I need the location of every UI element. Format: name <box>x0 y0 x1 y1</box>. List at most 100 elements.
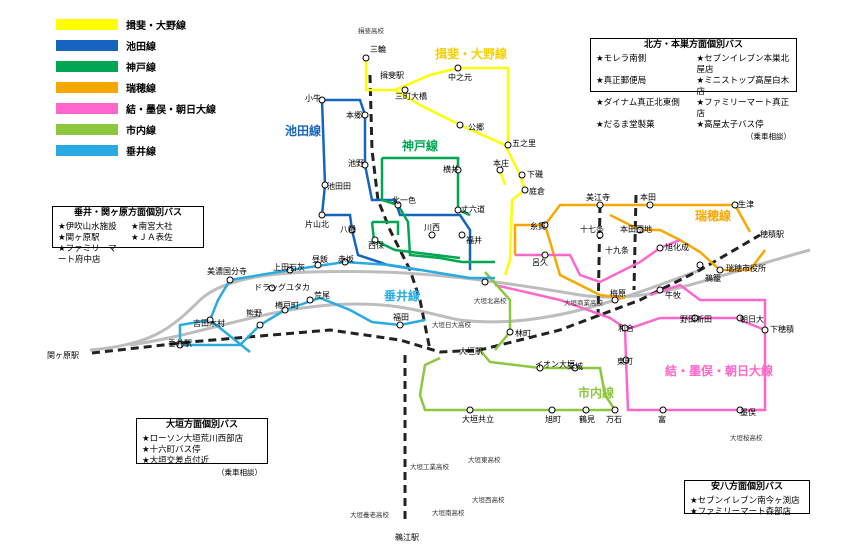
svg-text:五之里: 五之里 <box>512 138 536 148</box>
svg-text:富: 富 <box>658 414 666 424</box>
svg-text:関ヶ原駅: 関ヶ原駅 <box>47 351 79 360</box>
box-item: ★ローソン大垣荒川西部店 <box>142 434 244 444</box>
legend-item: 神戸線 <box>56 56 246 77</box>
tarui-bus-box: 垂井・関ヶ原方面個別バス ★伊吹山水施設★南宮大社★関ヶ原駅★ＪＡ表佐★ファミリ… <box>52 206 204 265</box>
legend-swatch <box>56 145 118 156</box>
box-item: ★ファミリーマート真正店 <box>696 98 790 119</box>
box-item: ★真正郵便局 <box>596 76 647 86</box>
legend-label: 垂井線 <box>126 147 156 158</box>
legend-swatch <box>56 61 118 72</box>
svg-text:丈六道: 丈六道 <box>461 204 485 214</box>
svg-text:鶴見: 鶴見 <box>579 414 595 424</box>
svg-text:十七条: 十七条 <box>580 224 604 234</box>
legend: 揖斐・大野線池田線神戸線瑞穂線結・墨俣・朝日大線市内線垂井線 <box>56 14 246 161</box>
svg-text:三城: 三城 <box>567 362 583 371</box>
svg-text:小牛: 小牛 <box>305 93 321 103</box>
svg-text:片山北: 片山北 <box>305 219 329 229</box>
box-item: ★南宮大社 <box>131 222 173 232</box>
box-item: ★高屋太子バス停 <box>696 120 764 130</box>
svg-text:池野: 池野 <box>348 158 364 168</box>
svg-text:ドラッグユタカ: ドラッグユタカ <box>254 282 310 292</box>
legend-label: 揖斐・大野線 <box>126 21 186 32</box>
svg-text:糸貫: 糸貫 <box>530 221 546 231</box>
svg-text:下磯: 下磯 <box>527 169 543 179</box>
box-item: ★ファミリーマート府中店 <box>58 244 117 265</box>
svg-text:下穂積: 下穂積 <box>770 324 794 334</box>
svg-text:横井: 横井 <box>443 164 459 174</box>
anpachi-bus-items: ★セブンイレブン南今ヶ渕店★ファミリーマート森部店 <box>685 496 809 518</box>
legend-item: 瑞穂線 <box>56 77 246 98</box>
box-item: ★セブンイレブン本巣北屋店 <box>696 54 790 75</box>
svg-text:揖斐高校: 揖斐高校 <box>358 26 385 35</box>
box-item: ★だるま堂製菓 <box>596 120 655 130</box>
svg-text:林町: 林町 <box>515 328 531 338</box>
box-item: ★十六町バス停 <box>142 445 201 455</box>
svg-text:イオン大垣: イオン大垣 <box>535 359 575 369</box>
svg-text:三町大橋: 三町大橋 <box>395 91 427 101</box>
svg-text:本田団地: 本田団地 <box>620 224 652 234</box>
tarui-bus-title: 垂井・関ヶ原方面個別バス <box>73 208 182 218</box>
north-bus-title: 北方・本巣方面個別バス <box>643 40 743 50</box>
legend-item: 揖斐・大野線 <box>56 14 246 35</box>
svg-text:池田田: 池田田 <box>327 181 351 191</box>
svg-text:東町: 東町 <box>617 356 633 366</box>
title-yui: 結・墨俣・朝日大線 <box>665 363 773 378</box>
svg-text:大垣北高校: 大垣北高校 <box>474 296 507 305</box>
svg-text:朝日大: 朝日大 <box>740 314 764 324</box>
svg-text:野田新田: 野田新田 <box>680 314 712 324</box>
svg-text:十九条: 十九条 <box>605 245 629 255</box>
svg-text:川西: 川西 <box>424 223 440 232</box>
svg-text:西保: 西保 <box>368 240 384 250</box>
svg-text:瑞穂市役所: 瑞穂市役所 <box>726 263 766 273</box>
svg-text:上田石灰: 上田石灰 <box>273 262 305 272</box>
svg-text:公郷: 公郷 <box>468 123 484 132</box>
title-ikeda: 池田線 <box>285 123 321 138</box>
svg-text:呂久: 呂久 <box>532 257 548 267</box>
svg-text:梅原: 梅原 <box>610 288 626 298</box>
north-bus-box: 北方・本巣方面個別バス ★モレラ南側★セブンイレブン本巣北屋店★真正郵便局★ミニ… <box>590 38 797 141</box>
svg-text:大垣日大高校: 大垣日大高校 <box>432 320 472 329</box>
svg-text:旭町: 旭町 <box>545 414 561 424</box>
svg-text:荒尾: 荒尾 <box>314 290 330 300</box>
ogaki-bus-title: 大垣方面個別バス <box>165 420 238 430</box>
svg-text:北一色: 北一色 <box>392 195 416 205</box>
svg-text:大垣共立: 大垣共立 <box>462 414 494 424</box>
legend-label: 池田線 <box>126 42 156 53</box>
legend-label: 市内線 <box>126 126 156 137</box>
svg-text:和合: 和合 <box>618 323 634 333</box>
svg-text:牛牧: 牛牧 <box>665 290 681 300</box>
box-item: ★セブンイレブン南今ヶ渕店 <box>690 496 800 506</box>
svg-text:本郷: 本郷 <box>346 110 362 120</box>
svg-text:八幡: 八幡 <box>340 224 356 234</box>
svg-text:墨俣: 墨俣 <box>740 408 756 417</box>
route-yui <box>494 238 767 412</box>
svg-text:穂積駅: 穂積駅 <box>760 229 784 239</box>
railways <box>91 74 761 520</box>
legend-swatch <box>56 19 118 30</box>
legend-item: 市内線 <box>56 119 246 140</box>
svg-text:三輪: 三輪 <box>370 44 386 54</box>
svg-text:本田: 本田 <box>640 192 656 202</box>
anpachi-bus-title: 安八方面個別バス <box>710 482 783 492</box>
svg-text:昼飯: 昼飯 <box>312 254 328 264</box>
svg-text:大垣南高校: 大垣南高校 <box>432 508 465 517</box>
tarui-bus-items: ★伊吹山水施設★南宮大社★関ヶ原駅★ＪＡ表佐★ファミリーマート府中店 <box>53 222 203 266</box>
legend-swatch <box>56 82 118 93</box>
ogaki-bus-box: 大垣方面個別バス ★ローソン大垣荒川西部店★十六町バス停★大垣交差点付近 （乗車… <box>136 418 268 477</box>
title-shinai: 市内線 <box>578 385 614 400</box>
box-item: ★ミニストップ高屋白木店 <box>696 76 790 97</box>
station-dots <box>176 54 769 414</box>
box-item: ★ファミリーマート森部店 <box>690 507 792 517</box>
svg-text:鵜江駅: 鵜江駅 <box>395 532 419 542</box>
legend-item: 池田線 <box>56 35 246 56</box>
svg-text:熊野: 熊野 <box>246 308 262 318</box>
box-item: ★ダイナム真正北東側 <box>596 98 680 108</box>
title-tarui: 垂井線 <box>384 288 420 303</box>
svg-text:垂井駅: 垂井駅 <box>168 338 192 348</box>
legend-label: 瑞穂線 <box>126 84 156 95</box>
svg-text:大垣桜高校: 大垣桜高校 <box>730 433 763 442</box>
legend-label: 結・墨俣・朝日大線 <box>126 105 216 116</box>
legend-item: 結・墨俣・朝日大線 <box>56 98 246 119</box>
svg-text:鵜籠: 鵜籠 <box>705 273 721 283</box>
